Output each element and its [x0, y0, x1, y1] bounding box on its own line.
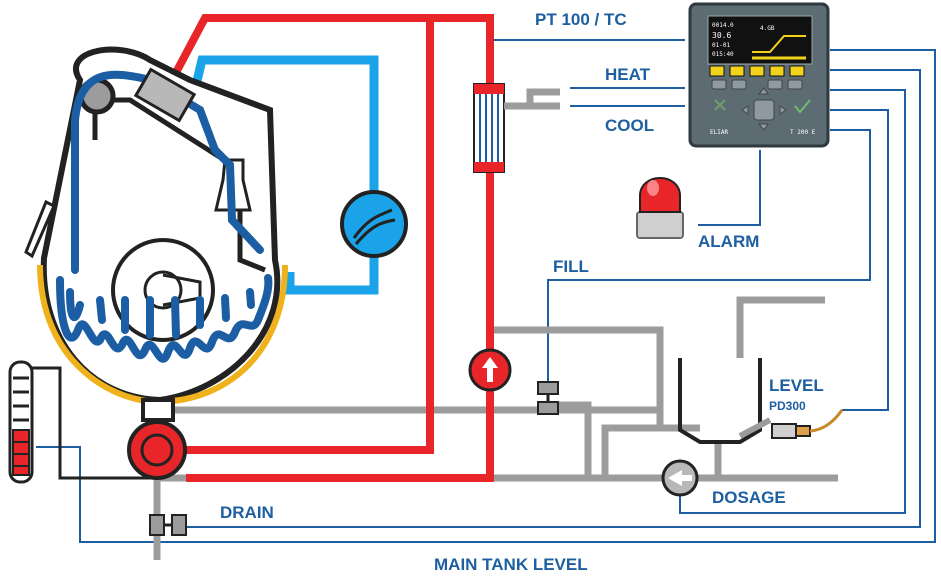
label-heat: HEAT: [605, 65, 651, 84]
controller-display-lines: 0014.0 30.6 01-01 015:40 4.GB: [712, 22, 775, 58]
hot-lines: [168, 14, 494, 482]
display-line-3: 01-01: [712, 42, 730, 49]
controller-brand: ELIAR: [710, 129, 728, 136]
signal-lines: [36, 39, 936, 543]
fill-valve: [537, 381, 559, 415]
label-level: LEVEL: [769, 376, 824, 395]
controller-x-icon: [714, 99, 726, 111]
heat-exchanger: [473, 83, 560, 173]
label-pt100: PT 100 / TC: [535, 10, 627, 29]
label-dosage: DOSAGE: [712, 488, 786, 507]
label-fill: FILL: [553, 257, 589, 276]
main-pump: [127, 398, 187, 480]
display-tag: 4.GB: [760, 25, 775, 32]
dosing-tank: [678, 358, 772, 444]
cool-lines: [185, 55, 379, 295]
controller-model: T 200 E: [790, 129, 816, 136]
hot-circulation-pump: [468, 348, 512, 392]
label-main-tank-level: MAIN TANK LEVEL: [434, 555, 588, 574]
drain-valve: [149, 514, 187, 536]
label-alarm: ALARM: [698, 232, 759, 251]
label-drain: DRAIN: [220, 503, 274, 522]
display-line-2: 30.6: [712, 31, 731, 40]
controller-nav-pad: [741, 87, 787, 131]
dosage-pump: [661, 459, 699, 497]
controller: 0014.0 30.6 01-01 015:40 4.GB: [688, 2, 830, 148]
heat-exchanger-arm: [133, 67, 197, 123]
label-cool: COOL: [605, 116, 654, 135]
alarm-beacon: [636, 177, 684, 239]
display-line-1: 0014.0: [712, 22, 734, 29]
display-line-4: 015:40: [712, 51, 734, 58]
label-level-sensor: PD300: [769, 399, 806, 413]
main-level-gauge: [8, 360, 155, 484]
cooling-pump: [340, 190, 408, 258]
fabric-coil: [56, 70, 273, 363]
controller-check-icon: [794, 99, 811, 114]
level-sensor: [771, 409, 844, 439]
